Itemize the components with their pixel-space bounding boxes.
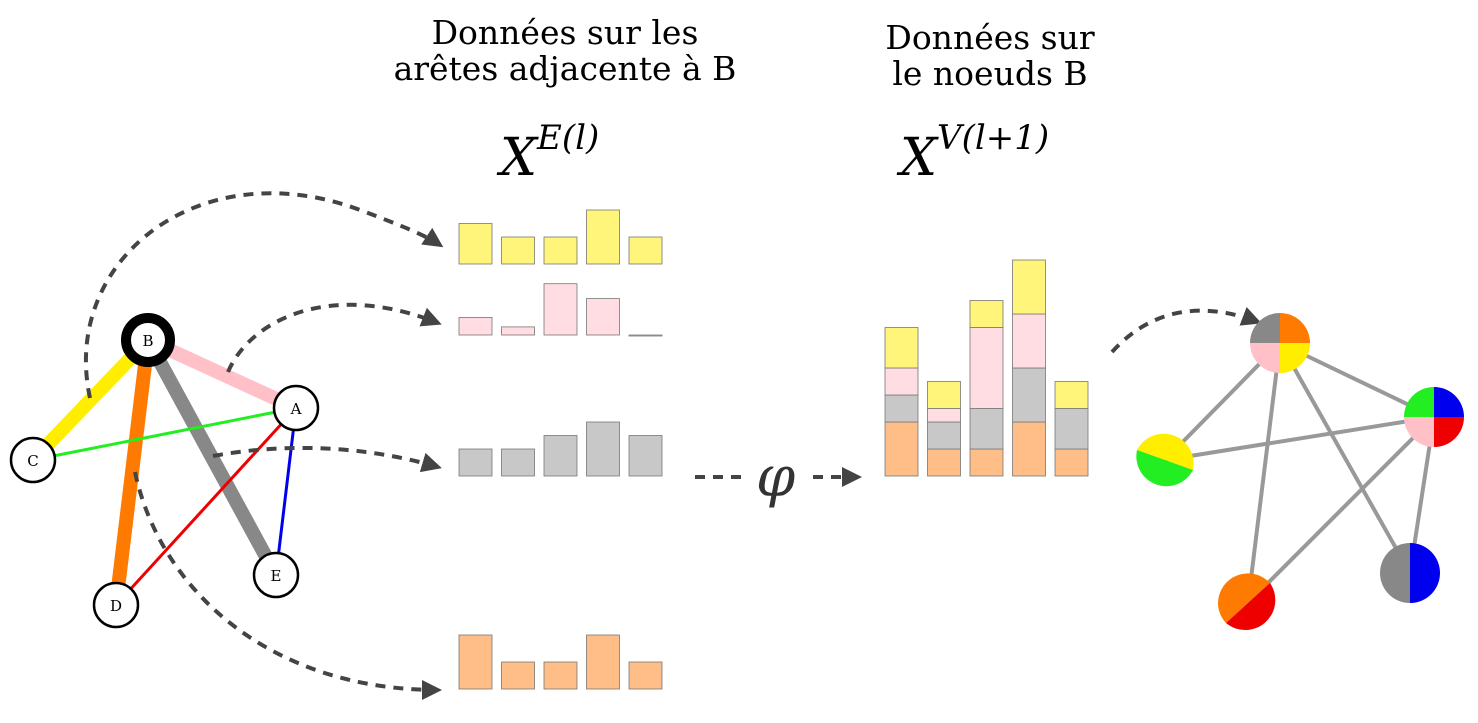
node-histogram-gray-segment <box>927 421 961 450</box>
edge-a-e <box>274 407 298 576</box>
output-node-bottom-left <box>1218 573 1276 631</box>
arrow-gray-edge-to-histogram <box>212 445 442 473</box>
node-histogram-yellow-segment <box>1012 259 1046 315</box>
edge-b-c <box>27 335 154 465</box>
node-features-symbol: XV(l+1) <box>900 118 1049 188</box>
node-data-heading-line1: Données sur <box>885 18 1095 57</box>
graph-node-e-label: E <box>271 567 282 585</box>
edge-histogram-orange-bar <box>501 661 535 690</box>
node-histogram-pink-segment <box>1012 313 1046 369</box>
edge-histogram-pink-bar <box>586 298 620 336</box>
node-data-heading: Données sur le noeuds B <box>840 20 1140 92</box>
edge-data-heading: Données sur les arêtes adjacente à B <box>375 15 755 87</box>
edge-histogram-pink-bar <box>543 283 578 336</box>
graph-node-e: E <box>252 551 300 599</box>
edge-histogram-pink-bar <box>628 334 663 337</box>
node-histogram-orange-segment <box>884 421 919 477</box>
graph-node-b: B <box>121 313 175 367</box>
output-graph <box>1136 313 1464 631</box>
graph-node-b-label: B <box>142 332 153 350</box>
edge-features-superscript: E(l) <box>537 118 600 158</box>
edge-data-heading-line2: arêtes adjacente à B <box>393 49 737 88</box>
node-histogram-orange-segment <box>1054 448 1089 477</box>
output-edge-top-bottomleft <box>1246 342 1282 604</box>
edge-histogram-gray-bar <box>458 448 493 477</box>
graph-node-d-label: D <box>110 597 122 615</box>
phi-function-symbol: φ <box>756 445 796 510</box>
graph-node-a-label: A <box>290 400 302 418</box>
node-histogram-pink-segment <box>969 327 1004 409</box>
edge-histogram-orange-bar <box>543 661 578 690</box>
node-features-base: X <box>900 128 938 188</box>
edge-histogram-gray-bar <box>501 448 535 477</box>
graph-node-a: A <box>272 384 320 432</box>
node-histogram-pink-segment <box>884 367 919 396</box>
output-edge-left-right <box>1164 415 1435 462</box>
output-node-b <box>1250 313 1310 373</box>
edge-b-a <box>145 333 299 415</box>
graph-node-d: D <box>92 581 140 629</box>
node-histogram-yellow-segment <box>969 300 1004 328</box>
edge-histogram-pink-bar <box>501 326 535 336</box>
edge-feature-histograms <box>458 209 663 690</box>
graph-node-c: C <box>9 436 57 484</box>
output-node-left <box>1136 433 1194 487</box>
edge-histogram-orange-bar <box>586 634 620 690</box>
node-data-heading-line2: le noeuds B <box>892 54 1088 93</box>
edge-histogram-gray-bar <box>628 435 663 477</box>
arrow-yellow-edge-to-histogram <box>83 191 444 399</box>
node-feature-histogram <box>884 259 1089 477</box>
node-histogram-gray-segment <box>1012 367 1046 423</box>
edge-histogram-gray-bar <box>543 435 578 477</box>
node-histogram-orange-segment <box>927 448 961 477</box>
output-node-right <box>1404 387 1464 447</box>
node-histogram-yellow-segment <box>1054 381 1089 409</box>
edge-a-d <box>114 406 298 607</box>
edge-histogram-yellow-bar <box>501 236 535 265</box>
arrow-orange-edge-to-histogram <box>133 471 442 700</box>
edge-histogram-yellow-bar <box>586 209 620 265</box>
edge-histogram-yellow-bar <box>628 236 663 265</box>
edge-histogram-orange-bar <box>458 634 493 690</box>
edge-histogram-yellow-bar <box>458 223 493 265</box>
input-graph: A B C D E <box>9 313 320 629</box>
node-histogram-yellow-segment <box>927 381 961 409</box>
arrow-node-histogram-to-graph <box>1110 306 1262 354</box>
graph-node-c-label: C <box>27 452 38 470</box>
node-histogram-gray-segment <box>969 408 1004 450</box>
edge-features-base: X <box>500 128 538 188</box>
node-features-superscript: V(l+1) <box>937 118 1050 158</box>
output-node-bottom-right <box>1380 543 1440 603</box>
node-histogram-orange-segment <box>1012 421 1046 477</box>
node-histogram-yellow-segment <box>884 327 919 369</box>
arrow-pink-edge-to-histogram <box>226 302 442 373</box>
node-histogram-gray-segment <box>884 394 919 423</box>
edge-histogram-pink-bar <box>458 317 493 336</box>
edge-histogram-yellow-bar <box>543 236 578 265</box>
node-histogram-orange-segment <box>969 448 1004 477</box>
edge-histogram-orange-bar <box>628 661 663 690</box>
edge-data-heading-line1: Données sur les <box>431 13 699 52</box>
output-edge-top-bottomright <box>1278 342 1412 574</box>
edge-histogram-gray-bar <box>586 421 620 477</box>
edge-b-d <box>109 339 155 606</box>
edge-features-symbol: XE(l) <box>500 118 599 188</box>
edge-b-e <box>141 336 283 579</box>
node-histogram-pink-segment <box>927 408 961 423</box>
output-edge-right-bottomleft <box>1246 415 1436 605</box>
node-histogram-gray-segment <box>1054 408 1089 450</box>
edge-c-a <box>32 406 297 462</box>
